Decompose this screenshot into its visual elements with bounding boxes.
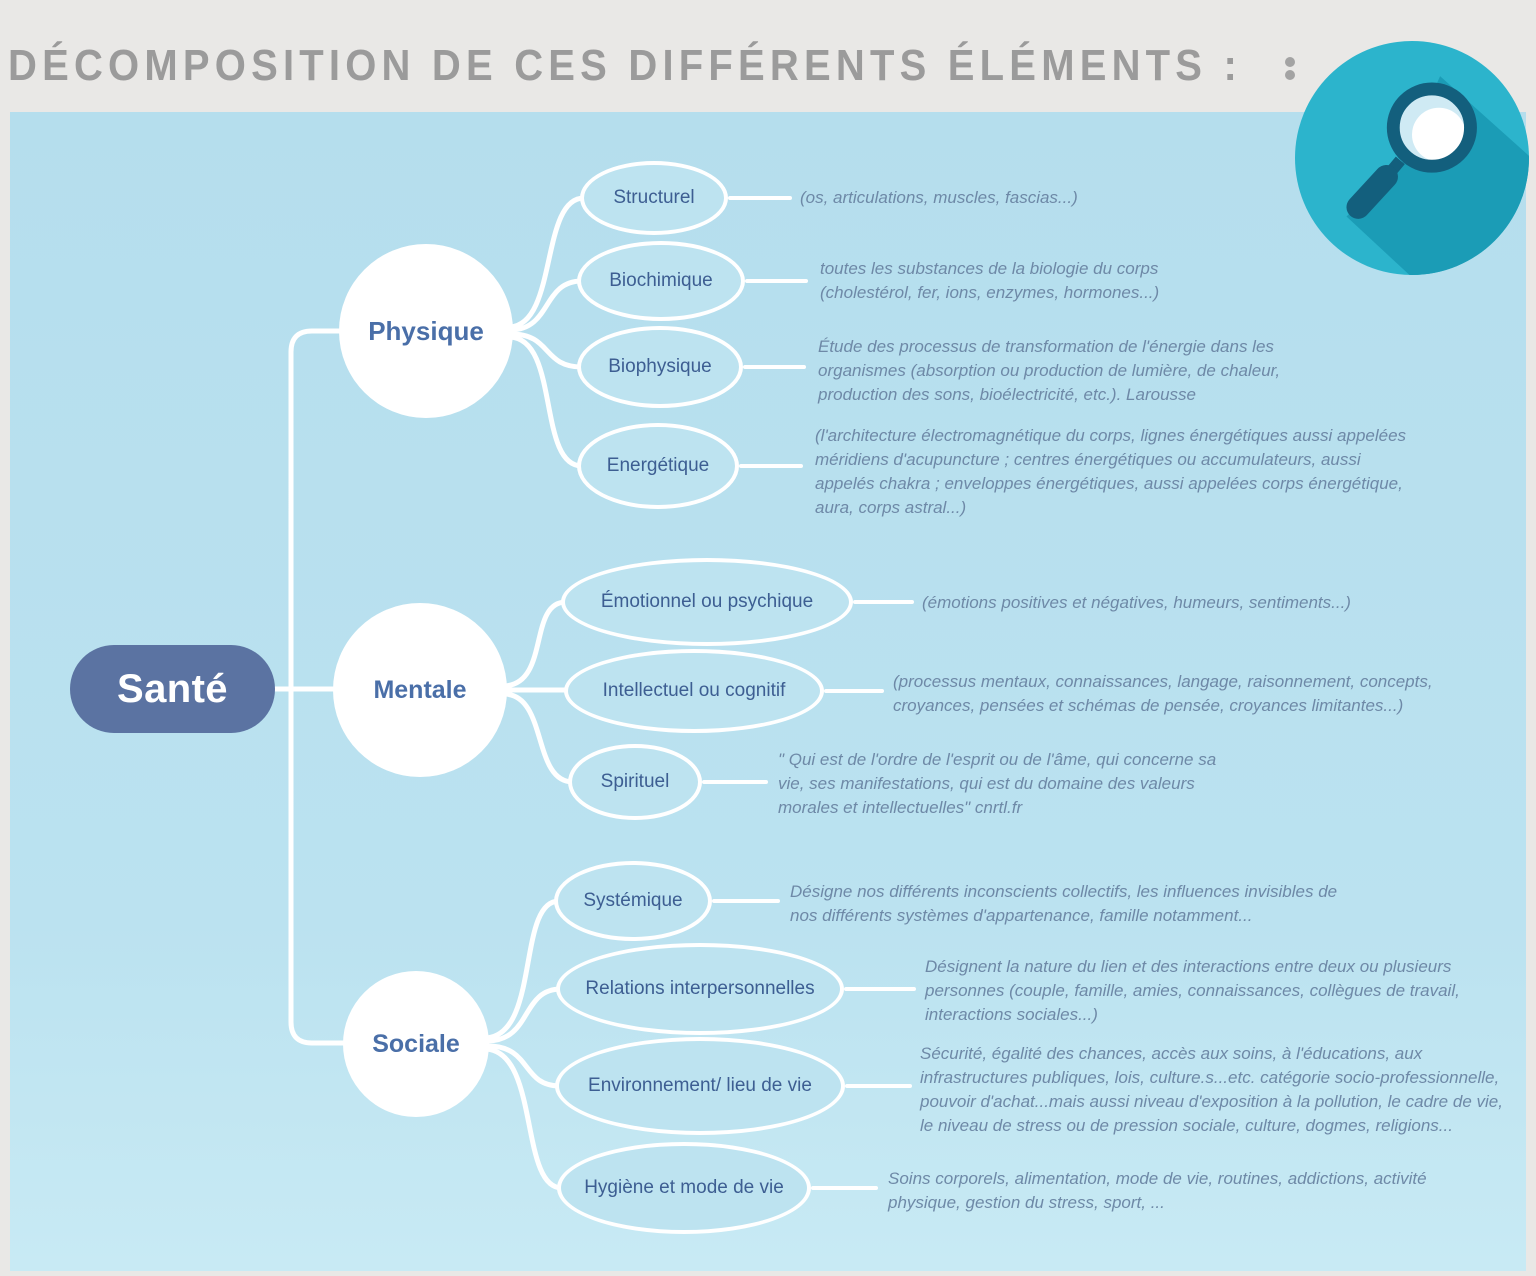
node-emotionnel: Émotionnel ou psychique xyxy=(561,558,853,646)
desc-structurel: (os, articulations, muscles, fascias...) xyxy=(800,188,1078,207)
node-sociale: Sociale xyxy=(343,971,489,1117)
desc-emotionnel: (émotions positives et négatives, humeur… xyxy=(922,593,1351,612)
node-systemique: Systémique xyxy=(554,861,712,941)
magnifier-handle xyxy=(1346,165,1398,219)
node-biochimique: Biochimique xyxy=(577,241,745,321)
desc-energetique: (l'architecture électromagnétique du cor… xyxy=(815,426,1407,517)
node-relations-interpersonnelles: Relations interpersonnelles xyxy=(556,943,844,1035)
decorative-dot xyxy=(1285,57,1295,67)
desc-intellectuel: (processus mentaux, connaissances, langa… xyxy=(893,672,1433,715)
desc-biochimique: toutes les substances de la biologie du … xyxy=(820,259,1160,302)
node-environnement-lieu-de-vie: Environnement/ lieu de vie xyxy=(555,1037,845,1135)
magnifier-ring xyxy=(1386,82,1477,173)
node-spirituel: Spirituel xyxy=(568,744,702,820)
desc-relations: Désignent la nature du lien et des inter… xyxy=(925,957,1460,1024)
desc-spirituel: " Qui est de l'ordre de l'esprit ou de l… xyxy=(778,750,1217,817)
page-title: DÉCOMPOSITION DE CES DIFFÉRENTS ÉLÉMENTS… xyxy=(8,42,1243,90)
node-mentale: Mentale xyxy=(333,603,507,777)
desc-systemique: Désigne nos différents inconscients coll… xyxy=(790,882,1338,925)
node-sante: Santé xyxy=(70,645,275,733)
magnifier-icon xyxy=(1295,41,1529,275)
icon-shadow xyxy=(1346,76,1529,275)
desc-biophysique: Étude des processus de transformation de… xyxy=(818,337,1281,404)
decorative-dot xyxy=(1285,70,1295,80)
magnifier-lens-highlight xyxy=(1412,107,1466,162)
node-structurel: Structurel xyxy=(580,161,728,235)
node-energetique: Energétique xyxy=(577,423,739,509)
node-physique: Physique xyxy=(339,244,513,418)
node-intellectuel: Intellectuel ou cognitif xyxy=(564,649,824,733)
desc-hygiene: Soins corporels, alimentation, mode de v… xyxy=(888,1169,1427,1212)
desc-environnement: Sécurité, égalité des chances, accès aux… xyxy=(920,1044,1503,1135)
node-hygiene-mode-de-vie: Hygiène et mode de vie xyxy=(557,1142,811,1234)
node-biophysique: Biophysique xyxy=(577,326,743,408)
